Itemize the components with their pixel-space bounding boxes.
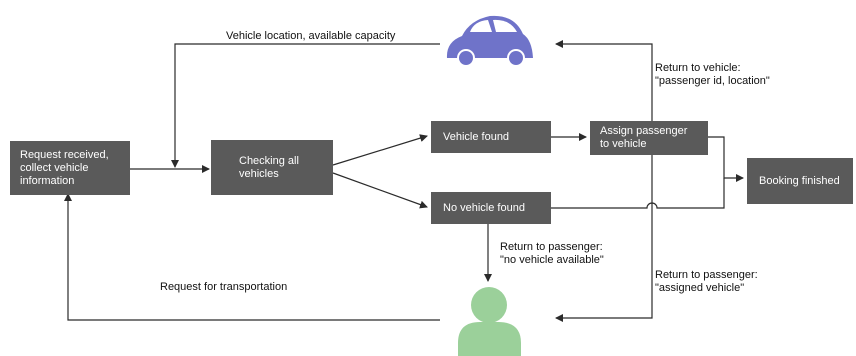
node-booking-finished-label: Booking finished: [759, 174, 840, 187]
node-request-received-label: Request received, collect vehicle inform…: [20, 148, 109, 187]
edge-checking-to-notfound: [332, 172, 428, 209]
edge-notfound-to-booking: [551, 178, 725, 209]
edge-checking-to-found: [332, 134, 428, 166]
edge-assign-to-booking: [708, 136, 744, 182]
edge-request-for-transportation: [64, 193, 440, 321]
node-no-vehicle-found-label: No vehicle found: [443, 201, 525, 214]
node-assign-passenger-label: Assign passenger to vehicle: [600, 125, 688, 150]
node-booking-finished: Booking finished: [747, 158, 853, 204]
node-checking-all-vehicles-label: Checking all vehicles: [239, 154, 299, 180]
edge-vehicle-location: [171, 43, 440, 168]
node-assign-passenger: Assign passenger to vehicle: [590, 121, 708, 155]
label-return-to-vehicle: Return to vehicle: "passenger id, locati…: [655, 62, 770, 87]
edge-return-assigned: [555, 151, 653, 322]
label-vehicle-location: Vehicle location, available capacity: [226, 30, 396, 42]
person-icon: [458, 287, 521, 356]
car-icon: [446, 15, 533, 67]
label-return-assigned: Return to passenger: "assigned vehicle": [655, 269, 758, 294]
edge-return-to-vehicle: [555, 40, 653, 129]
node-request-received: Request received, collect vehicle inform…: [10, 141, 130, 195]
node-vehicle-found-label: Vehicle found: [443, 130, 510, 143]
label-return-no-vehicle: Return to passenger: "no vehicle availab…: [500, 241, 604, 266]
node-checking-all-vehicles: Checking all vehicles: [211, 140, 333, 195]
node-no-vehicle-found: No vehicle found: [431, 192, 551, 224]
label-request-for-transportation: Request for transportation: [160, 281, 288, 293]
node-vehicle-found: Vehicle found: [431, 121, 551, 153]
